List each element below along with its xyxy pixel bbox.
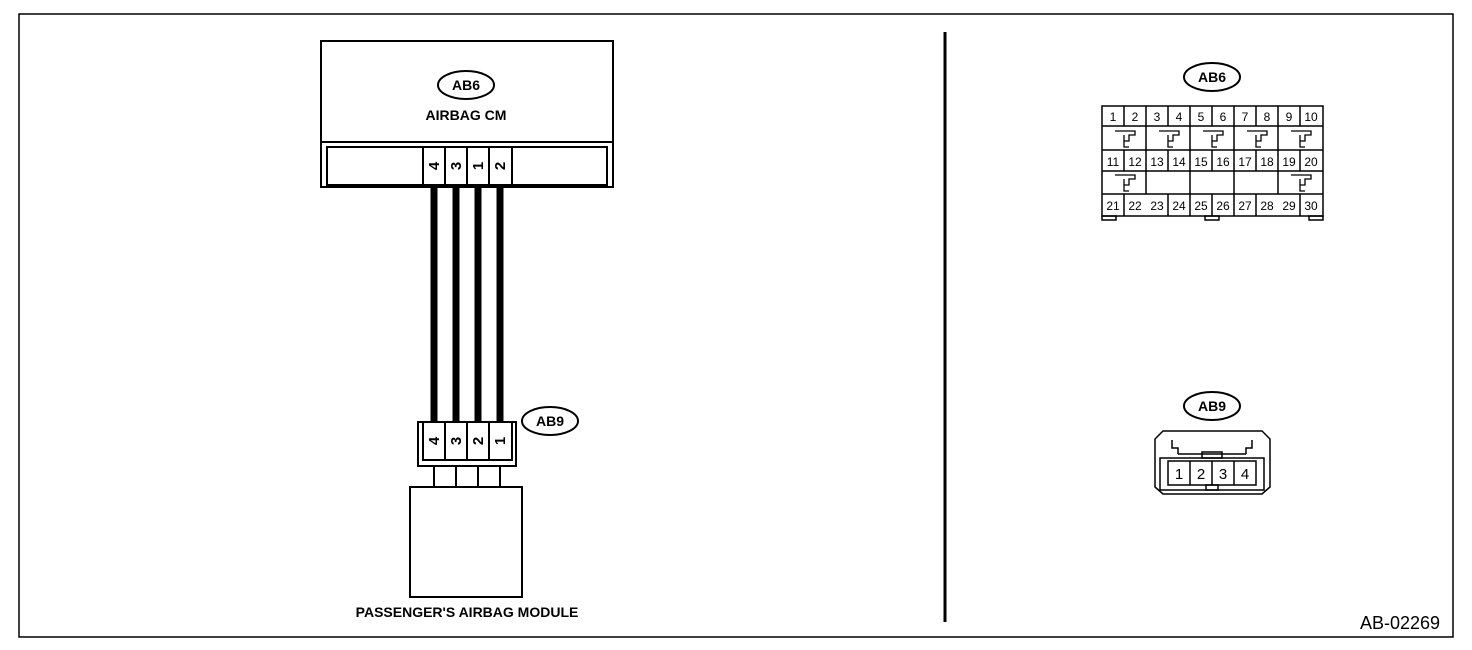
harness-wires: [430, 187, 504, 422]
airbag-cm-pin: 3: [448, 162, 465, 170]
ab9-harness-pin: 4: [426, 436, 443, 445]
ab6-pin-number: 21: [1106, 199, 1120, 213]
ab6-pin-number: 6: [1220, 110, 1227, 124]
ab6-pin-number: 10: [1304, 110, 1318, 124]
ab6-pin-number: 8: [1264, 110, 1271, 124]
ab6-pin-number: 20: [1304, 155, 1318, 169]
ab6-pin-number: 7: [1242, 110, 1249, 124]
ab6-pin-number: 12: [1128, 155, 1142, 169]
airbag-cm-pin: 1: [470, 162, 487, 170]
ab6-pin-number: 4: [1176, 110, 1183, 124]
ab6-pin-number: 22: [1128, 199, 1142, 213]
airbag-cm-label: AIRBAG CM: [426, 107, 507, 123]
ab6-pin-number: 27: [1238, 199, 1252, 213]
ab9-face-connector-id: AB9: [1198, 398, 1226, 414]
ab6-pin-number: 5: [1198, 110, 1205, 124]
ab6-pin-number: 1: [1110, 110, 1117, 124]
ab9-face-badge: [1183, 391, 1241, 421]
ab6-pin-number: 14: [1172, 155, 1186, 169]
ab9-pin-number: 4: [1241, 466, 1249, 483]
figure-id: AB-02269: [1360, 613, 1440, 633]
ab6-pin-number: 24: [1172, 199, 1186, 213]
ab6-pin-number: 30: [1304, 199, 1318, 213]
ab9-harness-pin: 3: [448, 437, 465, 445]
passenger-airbag-module-label: PASSENGER'S AIRBAG MODULE: [356, 604, 579, 620]
ab6-pin-number: 17: [1238, 155, 1252, 169]
ab6-pin-number: 3: [1154, 110, 1161, 124]
ab9-connector-face: AB9 1 2 3 4: [1154, 391, 1271, 495]
ab6-pin-number: 15: [1194, 155, 1208, 169]
ab9-pin-number: 3: [1219, 466, 1227, 483]
ab6-connector-face: AB6: [1101, 62, 1324, 221]
ab6-pin-number: 11: [1107, 155, 1120, 169]
ab9-pin-number: 1: [1175, 466, 1183, 483]
passenger-airbag-module-box: [409, 486, 523, 598]
ab6-pin-number: 9: [1286, 110, 1293, 124]
ab9-pin-number: 2: [1197, 466, 1205, 483]
ab6-pin-number: 23: [1150, 199, 1164, 213]
ab6-pin-number: 28: [1260, 199, 1274, 213]
ab6-pin-number: 18: [1260, 155, 1274, 169]
ab6-pin-number: 13: [1150, 155, 1164, 169]
module-leads: [433, 465, 501, 488]
ab6-face-connector-id: AB6: [1198, 69, 1226, 85]
diagram-frame: [18, 13, 1454, 638]
airbag-cm-block: AB6 AIRBAG CM 4 3 1 2: [320, 40, 614, 188]
ab6-pin-number: 26: [1216, 199, 1230, 213]
ab6-face-badge: [1183, 62, 1241, 92]
airbag-cm-connector-badge: [437, 70, 495, 100]
ab9-harness-badge: [521, 406, 579, 436]
ab9-harness-pin: 1: [492, 437, 509, 445]
airbag-cm-connector-id: AB6: [452, 77, 480, 93]
ab9-harness-connector: 4 3 2 1 AB9: [417, 406, 579, 467]
ab6-pin-number: 19: [1282, 155, 1296, 169]
ab9-harness-pin: 2: [470, 437, 487, 445]
ab6-pin-number: 16: [1216, 155, 1230, 169]
ab6-pin-number: 29: [1282, 199, 1296, 213]
ab6-pin-number: 2: [1132, 110, 1139, 124]
ab9-harness-connector-id: AB9: [536, 413, 564, 429]
airbag-cm-pin: 4: [426, 161, 443, 170]
ab6-pin-number: 25: [1194, 199, 1208, 213]
airbag-cm-pin: 2: [492, 162, 509, 170]
